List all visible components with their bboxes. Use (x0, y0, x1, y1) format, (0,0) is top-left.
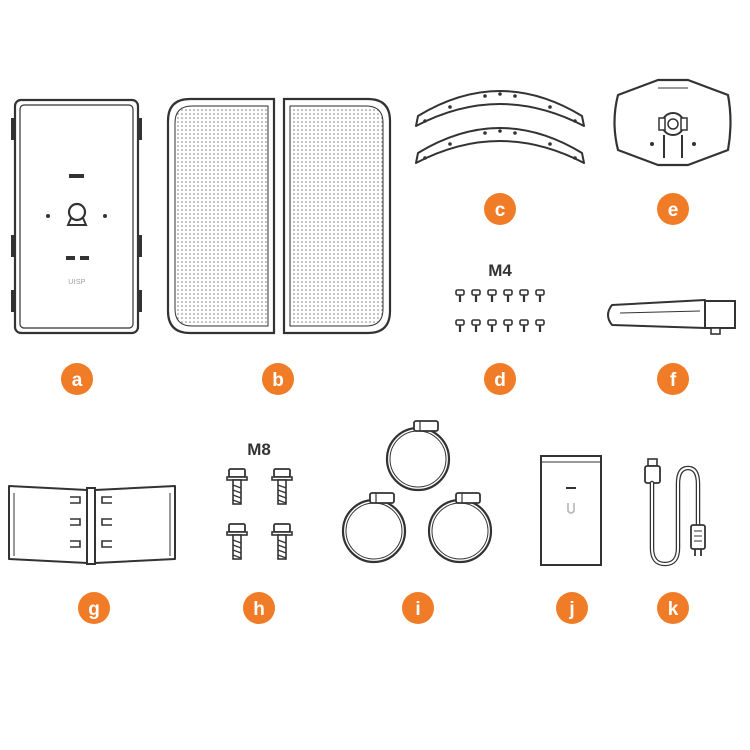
label-i: i (415, 599, 420, 620)
alignment-arm-icon (607, 299, 736, 335)
item-d-m4-screws: M4 d (454, 261, 546, 395)
mounting-rails-icon (415, 90, 585, 164)
label-g: g (88, 599, 100, 620)
label-c: c (495, 200, 506, 221)
radome-panels-icon (166, 97, 392, 335)
item-e-pole-mount-bracket: e (613, 78, 732, 225)
label-badge-d (484, 363, 516, 395)
label-badge-h (243, 592, 275, 624)
label-j: j (568, 599, 574, 620)
m4-size-label: M4 (488, 261, 512, 280)
m8-bolts-icon (226, 468, 293, 560)
housing-logo-text: UISP (68, 279, 86, 286)
label-b: b (272, 370, 284, 391)
label-f: f (670, 370, 677, 391)
power-cord-icon (644, 458, 706, 567)
item-i-hose-clamps: i (341, 419, 493, 624)
label-badge-b (262, 363, 294, 395)
hinge-bracket-icon (8, 485, 176, 565)
item-g-hinge-bracket: g (8, 485, 176, 624)
label-badge-e (657, 193, 689, 225)
label-a: a (72, 370, 83, 391)
label-badge-f (657, 363, 689, 395)
item-c-mounting-rails: c (415, 90, 585, 225)
item-f-alignment-arm: f (607, 299, 736, 395)
item-a-antenna-housing: UISP a (11, 98, 142, 395)
hose-clamps-icon (341, 419, 493, 564)
label-badge-j (556, 592, 588, 624)
antenna-housing-icon (11, 98, 142, 335)
label-e: e (668, 200, 679, 221)
m8-size-label: M8 (247, 440, 271, 459)
item-k-power-cord: k (644, 458, 706, 624)
item-b-radome-panels: b (166, 97, 392, 395)
label-badge-a (61, 363, 93, 395)
label-badge-k (657, 592, 689, 624)
m4-screws-icon (454, 288, 546, 334)
label-badge-i (402, 592, 434, 624)
label-d: d (494, 370, 506, 391)
item-j-poe-adapter: j (540, 455, 602, 624)
poe-adapter-icon (540, 455, 602, 566)
label-badge-g (78, 592, 110, 624)
item-h-m8-bolts: M8 h (226, 440, 293, 624)
label-k: k (668, 599, 679, 620)
label-h: h (253, 599, 265, 620)
label-badge-c (484, 193, 516, 225)
pole-mount-bracket-icon (613, 78, 732, 167)
